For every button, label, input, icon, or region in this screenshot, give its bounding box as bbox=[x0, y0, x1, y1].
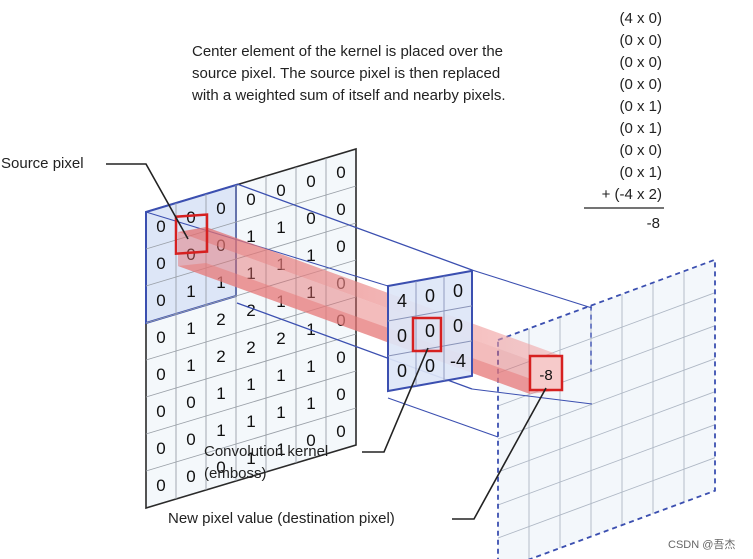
source-cell: 1 bbox=[306, 283, 315, 302]
svg-text:(0 x 1): (0 x 1) bbox=[619, 98, 662, 115]
source-cell: 2 bbox=[216, 347, 225, 366]
source-cell: 0 bbox=[156, 217, 165, 236]
source-cell: 0 bbox=[336, 200, 345, 219]
source-pixel-leader bbox=[106, 163, 189, 240]
svg-text:(0 x 0): (0 x 0) bbox=[619, 54, 662, 71]
source-cell: 2 bbox=[276, 329, 285, 348]
source-cell: 1 bbox=[246, 449, 255, 468]
kernel-cell: 0 bbox=[397, 326, 407, 346]
svg-text:+ (-4 x 2): + (-4 x 2) bbox=[602, 186, 662, 203]
source-cell: 0 bbox=[156, 365, 165, 384]
source-cell: 1 bbox=[186, 319, 195, 338]
source-pixel-highlight bbox=[174, 213, 209, 256]
source-cell: 0 bbox=[336, 348, 345, 367]
source-cell: 0 bbox=[156, 328, 165, 347]
source-cell: 0 bbox=[216, 458, 225, 477]
source-cell: 0 bbox=[336, 385, 345, 404]
source-cell: 0 bbox=[216, 199, 225, 218]
source-cell: 2 bbox=[216, 310, 225, 329]
destination-label: New pixel value (destination pixel) bbox=[168, 510, 395, 527]
source-cell: 0 bbox=[156, 402, 165, 421]
source-cell: 1 bbox=[276, 218, 285, 237]
kernel-cell: 0 bbox=[425, 356, 435, 376]
kernel-cell: 0 bbox=[453, 316, 463, 336]
source-cell: 1 bbox=[276, 403, 285, 422]
equation-result: -8 bbox=[647, 215, 660, 232]
source-cell: 1 bbox=[216, 384, 225, 403]
source-cell: 0 bbox=[186, 430, 195, 449]
source-cell: 0 bbox=[186, 245, 195, 264]
kernel-cell: 0 bbox=[397, 361, 407, 381]
svg-text:(0 x 0): (0 x 0) bbox=[619, 76, 662, 93]
source-cell: 1 bbox=[306, 246, 315, 265]
source-cell: 1 bbox=[246, 264, 255, 283]
caption: Center element of the kernel is placed o… bbox=[191, 43, 507, 104]
kernel-label-line1: Convolution kernel bbox=[204, 443, 328, 460]
kernel-cell: 0 bbox=[425, 321, 435, 341]
source-cell: 0 bbox=[336, 237, 345, 256]
source-cell: 1 bbox=[306, 357, 315, 376]
kernel-cell: 4 bbox=[397, 291, 407, 311]
source-cell: 0 bbox=[246, 190, 255, 209]
source-cell: 0 bbox=[336, 422, 345, 441]
svg-text:(0 x 1): (0 x 1) bbox=[619, 120, 662, 137]
source-cell: 1 bbox=[276, 366, 285, 385]
source-cell: 2 bbox=[246, 338, 255, 357]
source-cell: 0 bbox=[276, 181, 285, 200]
source-cell: 2 bbox=[246, 301, 255, 320]
source-pixel-label: Source pixel bbox=[1, 155, 84, 172]
source-cell: 0 bbox=[306, 209, 315, 228]
svg-text:(0 x 0): (0 x 0) bbox=[619, 142, 662, 159]
source-cell: 1 bbox=[216, 273, 225, 292]
svg-text:(0 x 0): (0 x 0) bbox=[619, 32, 662, 49]
source-cell: 1 bbox=[276, 440, 285, 459]
source-cell: 0 bbox=[186, 393, 195, 412]
source-cell: 1 bbox=[246, 375, 255, 394]
source-cell: 1 bbox=[186, 356, 195, 375]
svg-text:(0 x 1): (0 x 1) bbox=[619, 164, 662, 181]
watermark: CSDN @吾杰 bbox=[668, 538, 735, 551]
source-cell: 1 bbox=[246, 227, 255, 246]
source-cell: 0 bbox=[156, 476, 165, 495]
source-cell: 1 bbox=[246, 412, 255, 431]
kernel-leader bbox=[362, 347, 429, 453]
kernel-cell: -4 bbox=[450, 351, 466, 371]
source-cell: 0 bbox=[156, 439, 165, 458]
destination-pixel bbox=[528, 354, 564, 392]
kernel-cell: 0 bbox=[453, 281, 463, 301]
destination-pixel-value: -8 bbox=[539, 367, 552, 384]
source-cell: 1 bbox=[216, 421, 225, 440]
destination-leader bbox=[452, 387, 547, 520]
source-cell: 1 bbox=[306, 394, 315, 413]
source-cell: 0 bbox=[186, 467, 195, 486]
svg-text:(4 x 0): (4 x 0) bbox=[619, 10, 662, 27]
destination-grid bbox=[497, 258, 716, 559]
source-cell: 0 bbox=[156, 291, 165, 310]
source-cell: 0 bbox=[306, 172, 315, 191]
weighted-sum-equation: (4 x 0) (0 x 0) (0 x 0) (0 x 0) (0 x 1) … bbox=[584, 10, 664, 232]
source-cell: 0 bbox=[336, 163, 345, 182]
source-cell: 0 bbox=[186, 208, 195, 227]
kernel-cell: 0 bbox=[425, 286, 435, 306]
source-cell: 0 bbox=[306, 431, 315, 450]
source-cell: 0 bbox=[156, 254, 165, 273]
kernel-label-line2: (emboss) bbox=[204, 465, 267, 482]
source-cell: 1 bbox=[186, 282, 195, 301]
